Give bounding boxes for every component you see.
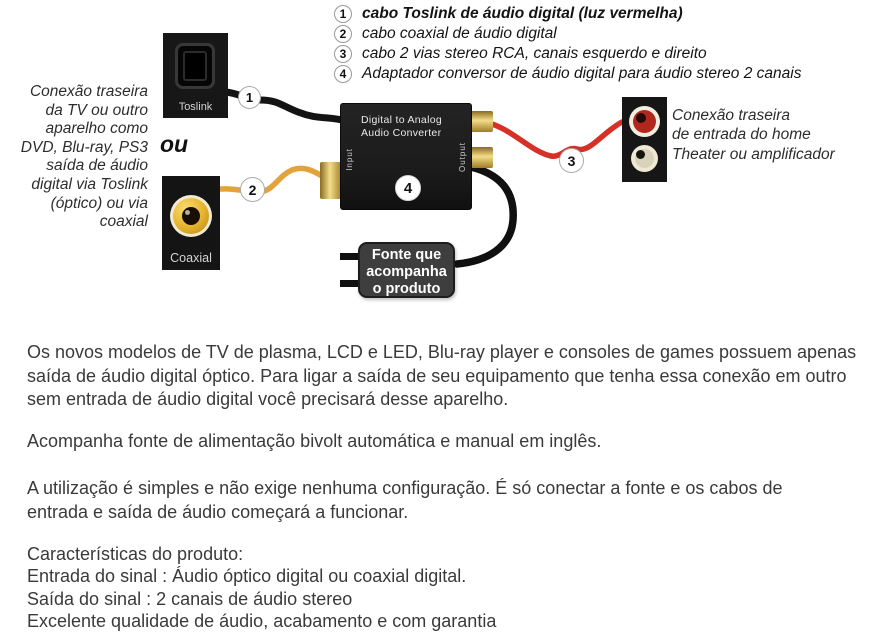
coaxial-jack-icon bbox=[170, 195, 212, 237]
legend: 1 cabo Toslink de áudio digital (luz ver… bbox=[334, 4, 801, 84]
converter-output-label: Output bbox=[458, 142, 467, 173]
power-supply-box: Fonte que acompanha o produto bbox=[358, 242, 455, 298]
legend-label: cabo Toslink de áudio digital (luz verme… bbox=[362, 4, 683, 22]
converter-rca-output-top bbox=[470, 111, 493, 132]
power-plug-prong-bottom bbox=[340, 280, 360, 287]
rca-white-jack-icon bbox=[631, 145, 658, 172]
legend-item-4: 4 Adaptador conversor de áudio digital p… bbox=[334, 64, 801, 83]
toslink-port-inner bbox=[183, 51, 207, 81]
legend-label: Adaptador conversor de áudio digital par… bbox=[362, 64, 802, 82]
product-features-list: Características do produto: Entrada do s… bbox=[27, 544, 497, 631]
marker-4: 4 bbox=[395, 175, 421, 201]
legend-item-3: 3 cabo 2 vias stereo RCA, canais esquerd… bbox=[334, 44, 801, 63]
legend-item-2: 2 cabo coaxial de áudio digital bbox=[334, 24, 801, 43]
toslink-panel: Toslink bbox=[163, 33, 228, 118]
rca-white-hole bbox=[636, 150, 645, 159]
converter-coax-input-connector bbox=[320, 162, 342, 199]
converter-rca-output-bottom bbox=[470, 147, 493, 168]
converter-input-label: Input bbox=[345, 148, 354, 171]
converter-title: Digital to Analog Audio Converter bbox=[361, 114, 442, 139]
toslink-port-icon bbox=[175, 43, 215, 89]
description-paragraph-3: A utilização é simples e não exige nenhu… bbox=[27, 478, 783, 522]
coaxial-jack-ring bbox=[173, 198, 209, 234]
coaxial-panel: Coaxial bbox=[162, 176, 220, 270]
legend-number-badge: 1 bbox=[334, 4, 352, 23]
coaxial-label: Coaxial bbox=[170, 251, 212, 265]
rca-red-jack-icon bbox=[629, 106, 660, 137]
tv-source-note: Conexão traseira da TV ou outro aparelho… bbox=[20, 83, 148, 231]
marker-3: 3 bbox=[559, 148, 584, 173]
coaxial-jack-hole bbox=[182, 207, 200, 225]
coaxial-cable bbox=[218, 165, 333, 195]
rca-red-hole bbox=[635, 112, 646, 123]
power-plug-prong-top bbox=[340, 253, 360, 260]
description-paragraph-1: Os novos modelos de TV de plasma, LCD e … bbox=[27, 342, 857, 409]
legend-item-1: 1 cabo Toslink de áudio digital (luz ver… bbox=[334, 4, 801, 23]
legend-number-badge: 3 bbox=[334, 44, 352, 63]
description-paragraph-2: Acompanha fonte de alimentação bivolt au… bbox=[27, 431, 602, 451]
or-label: ou bbox=[160, 131, 189, 157]
legend-label: cabo coaxial de áudio digital bbox=[362, 24, 557, 42]
toslink-label: Toslink bbox=[178, 101, 213, 113]
legend-number-badge: 2 bbox=[334, 24, 352, 43]
rca-stereo-cable bbox=[489, 119, 625, 159]
coaxial-jack-glint bbox=[185, 210, 190, 215]
marker-2: 2 bbox=[240, 177, 265, 202]
legend-number-badge: 4 bbox=[334, 64, 352, 83]
home-theater-note: Conexão traseira de entrada do home Thea… bbox=[672, 107, 835, 163]
legend-label: cabo 2 vias stereo RCA, canais esquerdo … bbox=[362, 44, 707, 62]
amplifier-rca-panel bbox=[622, 97, 667, 182]
marker-1: 1 bbox=[238, 86, 261, 109]
dac-converter-device: Digital to Analog Audio Converter Input … bbox=[340, 103, 472, 210]
